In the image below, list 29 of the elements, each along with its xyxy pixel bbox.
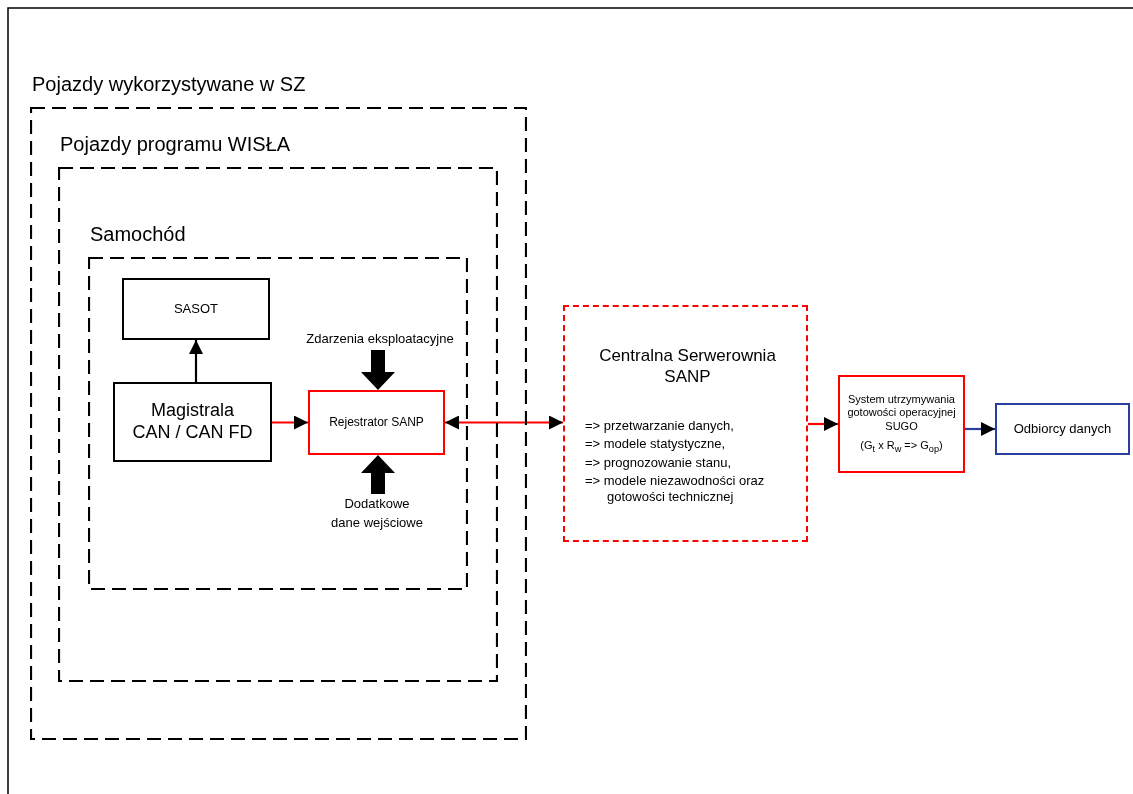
process-box xyxy=(113,382,272,462)
bullet-item: => prognozowanie stanu, xyxy=(585,454,732,471)
group-heading: Pojazdy wykorzystywane w SZ xyxy=(32,73,306,96)
arrow xyxy=(445,415,563,430)
group-heading: Pojazdy programu WISŁA xyxy=(60,133,291,156)
group-heading: Samochód xyxy=(90,223,186,246)
arrow xyxy=(189,340,203,382)
box-title: Centralna Serwerownia SANP xyxy=(598,345,777,388)
block-arrow xyxy=(361,350,395,390)
process-box xyxy=(122,278,270,340)
box-label: Magistrala CAN / CAN FD xyxy=(131,400,254,444)
box-label: Dodatkowe dane wejściowe xyxy=(330,495,424,532)
arrow xyxy=(272,415,308,430)
arrow xyxy=(808,417,838,431)
box-label: System utrzymywania gotowości operacyjnej SUGO xyxy=(846,393,957,433)
process-box xyxy=(838,375,965,473)
arrow xyxy=(965,422,995,436)
process-box xyxy=(995,403,1130,455)
box-label: Odbiorcy danych xyxy=(1013,421,1112,437)
process-box xyxy=(308,390,445,455)
block-arrow xyxy=(361,455,395,494)
server-box xyxy=(563,305,808,542)
box-label: Zdarzenia eksploatacyjne xyxy=(306,331,454,347)
bullet-item: => modele niezawodności oraz gotowości technicznej xyxy=(585,473,766,505)
bullet-item: => przetwarzanie danych, xyxy=(585,417,735,434)
box-label: SASOT xyxy=(173,301,219,317)
box-label: Rejestrator SANP xyxy=(329,415,424,430)
box-label: (G$_{t}$ x R$_{w}$ => G$_{op}$) xyxy=(860,438,943,455)
bullet-item: => modele statystyczne, xyxy=(585,436,727,452)
